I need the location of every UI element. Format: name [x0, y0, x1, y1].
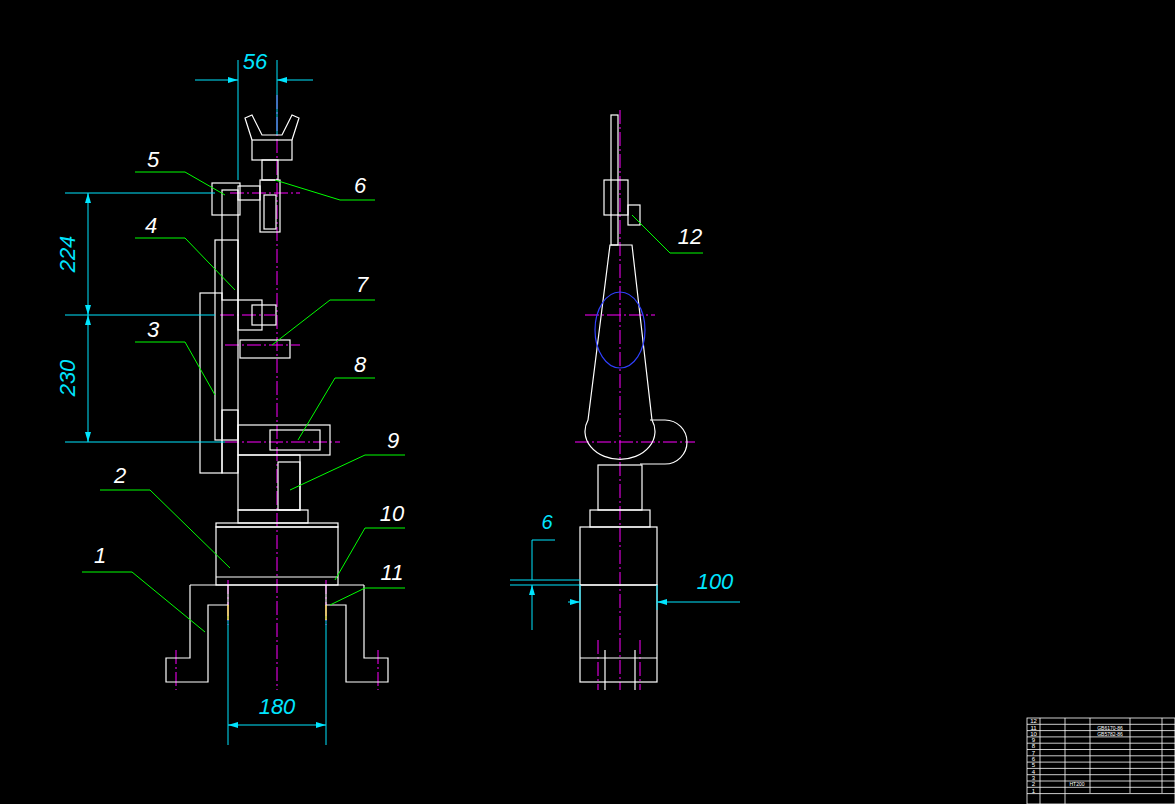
center-lines	[176, 95, 695, 690]
callout-number: 10	[380, 503, 404, 525]
table-cell: 4	[1032, 769, 1035, 775]
callout-number: 1	[94, 545, 106, 567]
callout-number: 8	[354, 354, 366, 376]
callout-number: 11	[381, 562, 404, 584]
dimension-text: 56	[243, 51, 267, 73]
table-cell: 1	[1032, 788, 1035, 794]
dimension-text: 224	[57, 236, 79, 273]
table-cell: 2	[1032, 781, 1035, 787]
leader-lines	[82, 172, 703, 632]
title-block	[1027, 718, 1175, 804]
table-cell: 6	[1032, 756, 1035, 762]
table-cell: 9	[1032, 737, 1035, 743]
callout-number: 5	[147, 149, 159, 171]
dimension-lines	[65, 60, 740, 745]
dimension-text: 6	[541, 512, 552, 532]
callout-number: 6	[354, 175, 366, 197]
table-cell: GB6170-86	[1097, 725, 1123, 730]
callout-number: 2	[114, 465, 126, 487]
callout-number: 9	[387, 430, 399, 452]
table-cell: HT200	[1069, 782, 1084, 787]
table-cell: 7	[1032, 750, 1035, 756]
table-cell: 11	[1030, 725, 1036, 731]
table-cell: 3	[1032, 775, 1035, 781]
callout-number: 3	[147, 319, 159, 341]
callout-number: 4	[145, 215, 157, 237]
front-view	[166, 115, 388, 682]
joint-circle	[595, 292, 645, 368]
callout-number: 7	[356, 274, 368, 296]
bolts	[228, 605, 326, 620]
dimension-text: 100	[697, 571, 734, 593]
dimension-text: 230	[57, 360, 79, 397]
table-cell: 5	[1032, 762, 1035, 768]
table-cell: GB5782-86	[1097, 731, 1123, 736]
callout-number: 12	[678, 226, 702, 248]
dimension-text: 180	[259, 696, 296, 718]
table-cell: 12	[1030, 718, 1037, 724]
table-cell: 10	[1030, 731, 1037, 737]
side-view	[580, 115, 687, 690]
table-cell: 8	[1032, 743, 1035, 749]
